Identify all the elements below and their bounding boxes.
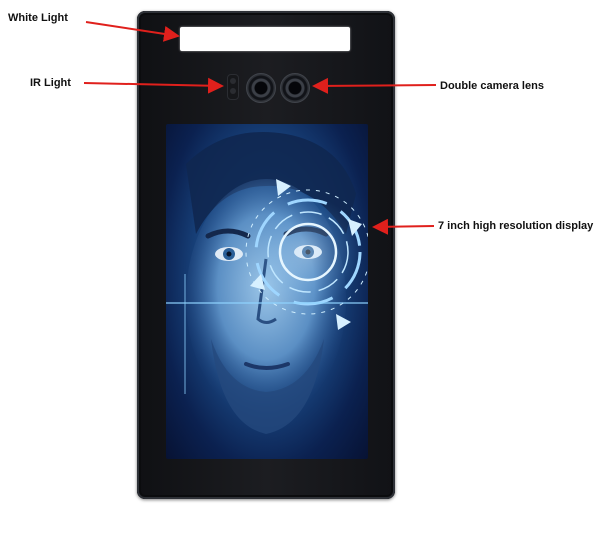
face-scan-icon xyxy=(166,132,368,434)
camera-lens-right xyxy=(280,73,310,103)
label-double-camera-lens: Double camera lens xyxy=(440,80,544,92)
label-display: 7 inch high resolution display xyxy=(438,220,594,232)
arrow-display xyxy=(372,218,435,235)
white-light-bar xyxy=(180,27,350,51)
camera-lens-left xyxy=(246,73,276,103)
label-white-light: White Light xyxy=(8,12,68,24)
arrow-ir-light xyxy=(83,77,224,94)
ir-light-sensor xyxy=(227,74,239,100)
arrow-white-light xyxy=(85,21,180,42)
arrow-double-camera-lens xyxy=(312,77,437,94)
label-ir-light: IR Light xyxy=(30,77,71,89)
face-recognition-terminal xyxy=(137,11,395,499)
display-screen xyxy=(166,124,368,459)
